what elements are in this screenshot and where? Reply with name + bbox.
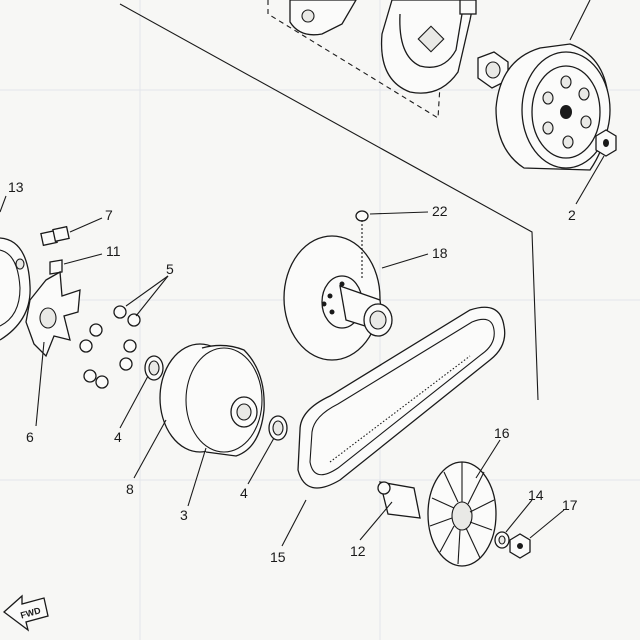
callout-7: 7 <box>105 207 113 223</box>
v-belt <box>297 306 506 489</box>
callout-12: 12 <box>350 543 366 559</box>
secondary-sheave <box>283 235 393 361</box>
callout-4-right: 4 <box>240 485 248 501</box>
callout-3: 3 <box>180 507 188 523</box>
callout-labels: 13 7 11 5 6 4 8 3 4 15 12 16 14 17 22 18… <box>8 179 578 565</box>
rollers <box>79 305 141 389</box>
callout-11: 11 <box>106 243 121 259</box>
callout-22: 22 <box>432 203 448 219</box>
collar-part-12 <box>377 481 421 519</box>
spacer-part-11 <box>49 259 63 275</box>
oil-seal-right <box>268 415 288 441</box>
callout-17: 17 <box>562 497 578 513</box>
callout-14: 14 <box>528 487 544 503</box>
nut-part-2 <box>595 129 617 157</box>
slider-pieces <box>40 225 70 247</box>
oil-seal-left <box>144 355 164 381</box>
callout-4-left: 4 <box>114 429 122 445</box>
fwd-marker: FWD <box>2 594 49 632</box>
cam-plate <box>25 270 81 358</box>
forward-arrow-icon <box>2 594 49 632</box>
variator-cover <box>0 237 31 341</box>
clutch-drum <box>495 43 611 171</box>
clutch-housing <box>289 0 477 94</box>
callout-5: 5 <box>166 261 174 277</box>
callout-15: 15 <box>270 549 286 565</box>
primary-pulley <box>159 343 265 457</box>
callout-2: 2 <box>568 207 576 223</box>
washer-part-14 <box>494 531 510 549</box>
callout-16: 16 <box>494 425 510 441</box>
bolt-part-22 <box>355 210 369 280</box>
leader-lines <box>0 0 605 547</box>
callout-13: 13 <box>8 179 24 195</box>
nut-part-17 <box>509 533 531 559</box>
fan-pulley <box>427 461 497 567</box>
callout-6: 6 <box>26 429 34 445</box>
hex-nut-top <box>477 51 509 89</box>
callout-18: 18 <box>432 245 448 261</box>
callout-8: 8 <box>126 481 134 497</box>
